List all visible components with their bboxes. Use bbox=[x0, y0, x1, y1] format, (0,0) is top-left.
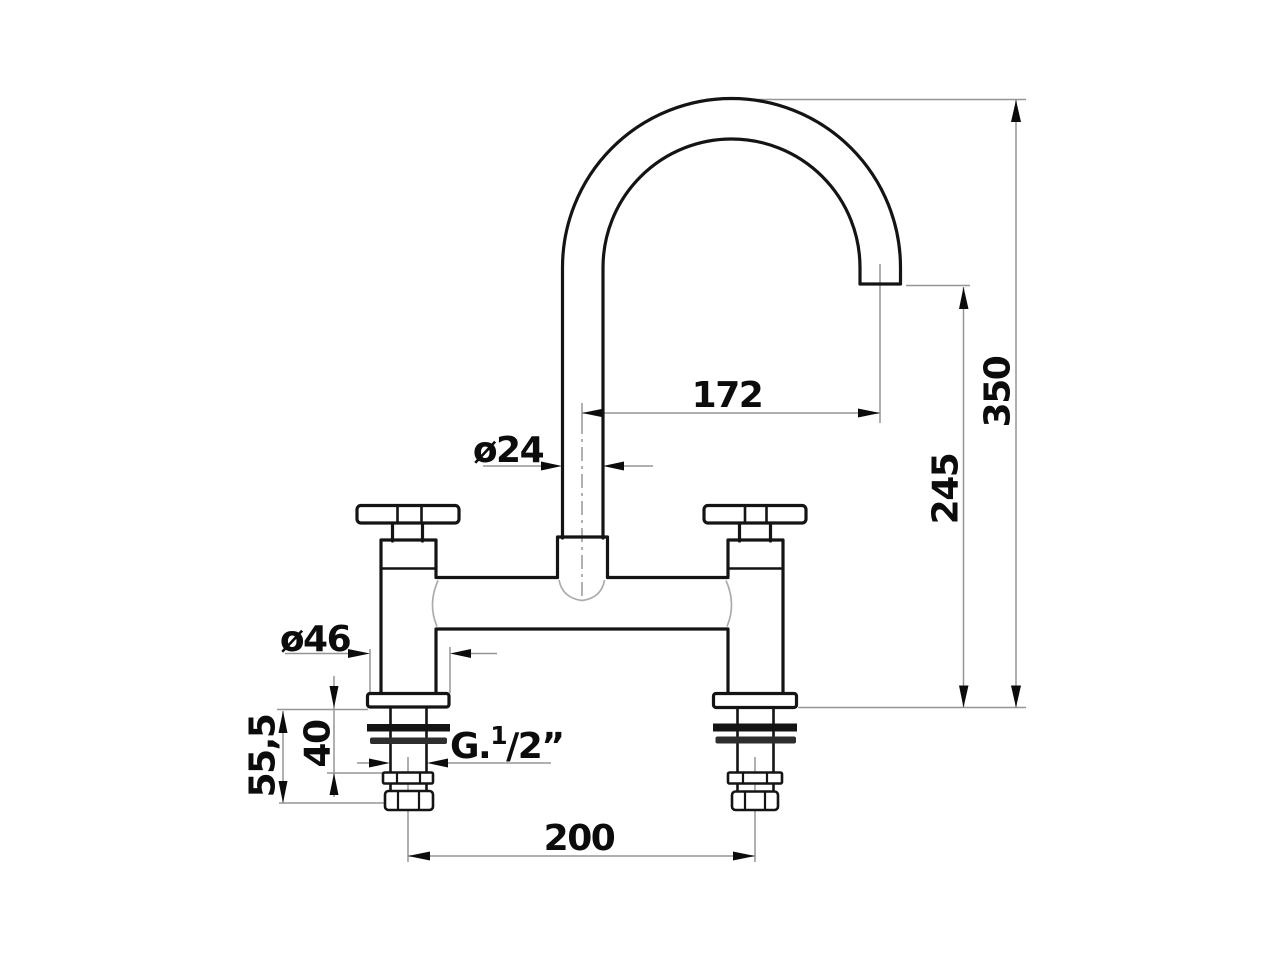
right-handle-bar bbox=[702, 503, 808, 525]
arrowheads bbox=[278, 100, 1021, 861]
thread-rest: /2” bbox=[506, 726, 563, 767]
arrow-172-right bbox=[858, 408, 880, 418]
left-lower-nut bbox=[383, 789, 435, 812]
arrow-172-left bbox=[582, 408, 604, 418]
dim-label-hole-centres: 200 bbox=[544, 818, 615, 859]
left-lower-nut-facets bbox=[396, 791, 421, 810]
right-handle-hub-lines bbox=[743, 507, 768, 522]
right-washer-rubber bbox=[715, 736, 796, 744]
left-upper-locknut bbox=[381, 771, 435, 785]
arrow-350-bottom bbox=[1011, 685, 1021, 708]
arrow-40-top bbox=[329, 686, 339, 708]
arrow-thread-right bbox=[427, 758, 448, 768]
right-flange bbox=[711, 691, 799, 710]
right-upper-locknut bbox=[726, 771, 784, 785]
dim-label-thread: G.1/2” bbox=[450, 721, 564, 767]
dim-label-shank-total: 55,5 bbox=[243, 715, 284, 798]
dim-label-overall-height: 350 bbox=[978, 356, 1019, 427]
left-washer-metal bbox=[367, 724, 450, 732]
arrow-o46-right bbox=[450, 649, 471, 658]
thread-prefix: G. bbox=[450, 726, 490, 767]
bridge-left-end-arc bbox=[431, 580, 439, 627]
left-handle-hub-lines bbox=[396, 507, 423, 522]
bridge-right-end-arc bbox=[725, 580, 733, 627]
arrow-200-left bbox=[408, 851, 430, 861]
dim-label-flange-diameter: ø46 bbox=[280, 619, 351, 660]
arrow-350-top bbox=[1011, 100, 1021, 122]
arrow-55-bottom bbox=[278, 781, 288, 803]
arrow-55-top bbox=[278, 711, 288, 733]
right-valve-body bbox=[726, 538, 785, 696]
arrow-o46-left bbox=[348, 649, 370, 658]
dim-label-outlet-height: 245 bbox=[926, 454, 967, 525]
left-valve-body bbox=[379, 538, 438, 696]
left-handle-stem bbox=[390, 520, 425, 543]
right-washer-metal bbox=[713, 723, 797, 732]
arrow-o24-right bbox=[603, 461, 624, 471]
dim-label-spout-reach: 172 bbox=[692, 375, 763, 416]
dim-label-spout-diameter: ø24 bbox=[473, 430, 544, 471]
right-upper-locknut-facets bbox=[741, 773, 769, 783]
arrow-200-right bbox=[733, 851, 755, 861]
dim-label-shank-clamp: 40 bbox=[298, 720, 339, 768]
center-body-bulge bbox=[558, 579, 606, 602]
left-washer-rubber bbox=[370, 737, 447, 744]
arrow-245-bottom bbox=[959, 685, 969, 708]
spout-outer-profile bbox=[560, 96, 903, 540]
left-handle-bar bbox=[355, 503, 461, 525]
left-flange bbox=[365, 691, 451, 709]
right-lower-nut-facets bbox=[743, 792, 767, 810]
dimension-labels: 172 ø24 ø46 350 245 55,5 40 200 G.1/2” bbox=[243, 356, 1019, 859]
arrow-o24-left bbox=[541, 461, 562, 471]
left-upper-locknut-facets bbox=[395, 773, 422, 783]
center-connector bbox=[555, 535, 610, 580]
arrow-thread-left bbox=[369, 758, 390, 768]
faucet-outline bbox=[355, 96, 903, 812]
arrow-245-top bbox=[959, 287, 969, 309]
right-shank-rod-lower bbox=[736, 783, 775, 792]
thread-numerator: 1 bbox=[490, 721, 506, 750]
spout-inner-profile bbox=[601, 137, 862, 540]
right-lower-nut bbox=[730, 790, 780, 812]
right-handle-stem bbox=[737, 520, 773, 543]
arrow-40-bottom bbox=[329, 773, 339, 795]
